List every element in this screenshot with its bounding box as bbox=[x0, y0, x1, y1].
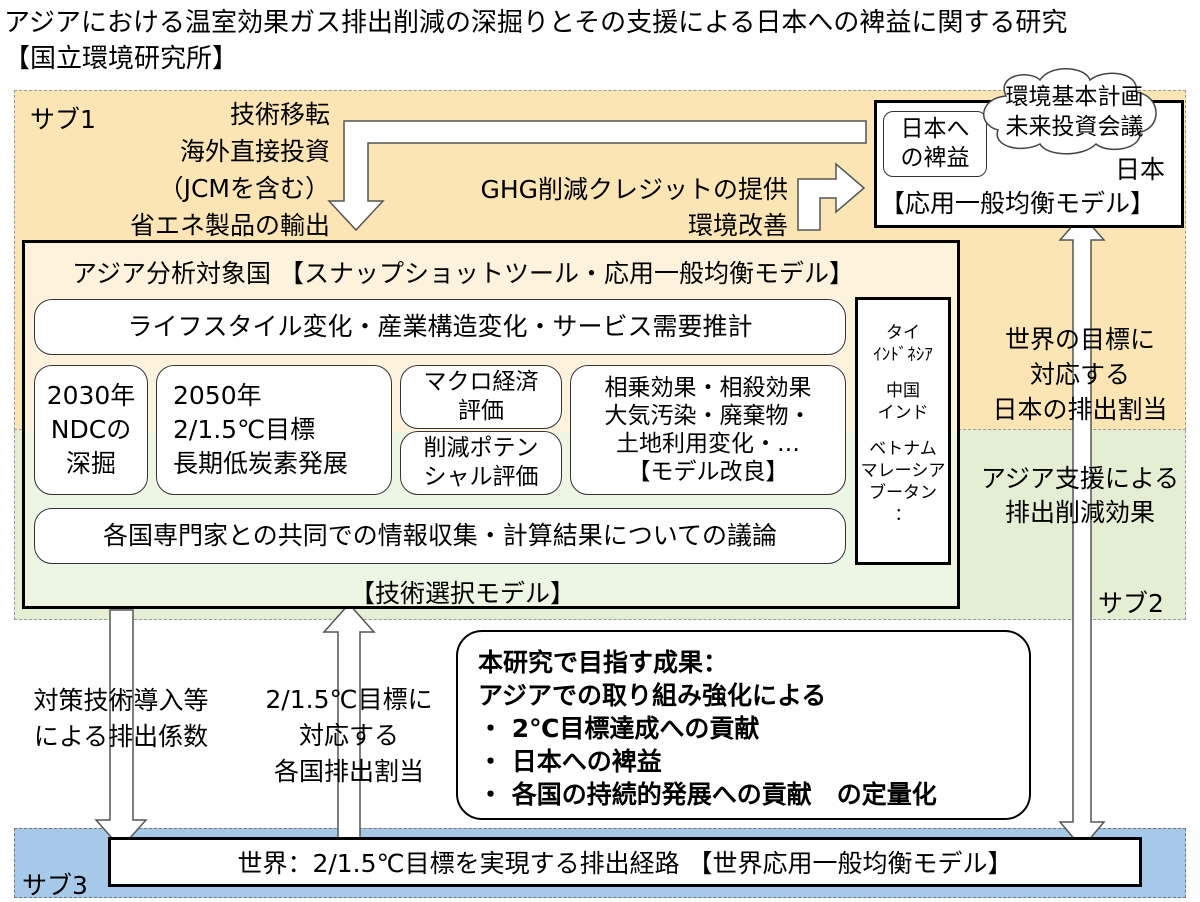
sub2-label: サブ2 bbox=[1098, 589, 1164, 618]
country-item: インド bbox=[877, 403, 929, 423]
policy-cloud-shape bbox=[982, 68, 1157, 155]
country-item: ： bbox=[894, 505, 912, 525]
japan-benefit-line: 日本へ bbox=[900, 116, 970, 143]
results-line: アジアでの取り組み強化による bbox=[478, 681, 827, 710]
synergy-line: 大気汚染・廃棄物・ bbox=[604, 402, 812, 429]
ndc-line: NDCの bbox=[50, 415, 132, 445]
ndc-line: 深掘 bbox=[65, 448, 116, 478]
tech-model-label: 【技術選択モデル】 bbox=[350, 579, 576, 608]
emission-factor-text: 対策技術導入等 による排出係数 bbox=[10, 683, 232, 755]
macro-econ-box: マクロ経済評価 bbox=[400, 365, 562, 429]
asia-support-line: アジア支援による bbox=[980, 464, 1180, 493]
flow-label: 海外直接投資 bbox=[179, 137, 330, 166]
flow-label: 技術移転 bbox=[229, 100, 330, 129]
synergy-line: 【モデル改良】 bbox=[627, 459, 789, 486]
results-line: 本研究で目指す成果： bbox=[478, 648, 729, 677]
world-target-text: 世界の目標に 対応する 日本の排出割当 bbox=[960, 322, 1200, 427]
asia-support-line: 排出削減効果 bbox=[1004, 498, 1155, 527]
page-title: アジアにおける温室効果ガス排出削減の深掘りとその支援による日本への裨益に関する研… bbox=[4, 8, 1068, 38]
japan-benefit-line: の裨益 bbox=[900, 145, 970, 171]
sub3-label: サブ3 bbox=[22, 871, 88, 900]
japan-label: 日本 bbox=[1115, 155, 1166, 184]
cloud-line: 環境基本計画 bbox=[1005, 84, 1144, 110]
macro-line: 評価 bbox=[458, 398, 504, 424]
flow-to-asia-text: 技術移転 海外直接投資 （JCMを含む） 省エネ製品の輸出 bbox=[60, 96, 330, 244]
country-item: ブータン bbox=[869, 483, 937, 503]
country-allocation-line: 2/1.5℃目標に bbox=[265, 685, 433, 714]
country-allocation-line: 対応する bbox=[298, 721, 399, 750]
world-target-line: 日本の排出割当 bbox=[992, 395, 1168, 424]
world-box-label: 世界：2/1.5℃目標を実現する排出経路 【世界応用一般均衡モデル】 bbox=[237, 849, 1013, 878]
flow-to-japan-text: GHG削減クレジットの提供 環境改善 bbox=[440, 172, 788, 244]
ndc-line: 2030年 bbox=[46, 381, 136, 411]
experts-box: 各国専門家との共同での情報収集・計算結果についての議論 bbox=[34, 508, 846, 564]
flow-label: （JCMを含む） bbox=[158, 174, 330, 203]
japan-model-label: 【応用一般均衡モデル】 bbox=[880, 189, 1156, 218]
results-line: ・ 2℃目標達成への貢献 bbox=[478, 714, 760, 743]
lifestyle-label: ライフスタイル変化・産業構造変化・サービス需要推計 bbox=[127, 311, 753, 341]
asia-support-text: アジア支援による 排出削減効果 bbox=[960, 462, 1200, 530]
country-allocation-text: 2/1.5℃目標に 対応する 各国排出割当 bbox=[242, 682, 456, 790]
long-term-box: 2050年 2/1.5℃目標長期低炭素発展 bbox=[156, 365, 392, 495]
potential-line: シャル評価 bbox=[423, 464, 539, 490]
country-item: タイ bbox=[886, 323, 920, 343]
world-target-line: 世界の目標に bbox=[1004, 325, 1155, 354]
results-line: ・ 日本への裨益 bbox=[478, 747, 662, 776]
country-item: ｲﾝﾄﾞﾈｼｱ bbox=[873, 345, 933, 365]
synergy-line: 土地利用変化・… bbox=[616, 431, 800, 457]
macro-line: マクロ経済 bbox=[423, 369, 539, 396]
long-term-line: 長期低炭素発展 bbox=[173, 448, 349, 478]
ndc-box: 2030年 NDCの深掘 bbox=[34, 365, 148, 495]
arrow-japan-to-asia bbox=[327, 120, 867, 232]
asia-box-title: アジア分析対象国 【スナップショットツール・応用一般均衡モデル】 bbox=[72, 259, 854, 288]
world-box: 世界：2/1.5℃目標を実現する排出経路 【世界応用一般均衡モデル】 bbox=[108, 837, 1142, 887]
results-box: 本研究で目指す成果： アジアでの取り組み強化による ・ 2℃目標達成への貢献 ・… bbox=[456, 630, 1031, 820]
experts-label: 各国専門家との共同での情報収集・計算結果についての議論 bbox=[102, 520, 777, 550]
policy-cloud: 環境基本計画 未来投資会議 bbox=[992, 82, 1157, 142]
arrow-country-allocation bbox=[322, 602, 376, 849]
institution-label: 【国立環境研究所】 bbox=[4, 44, 239, 74]
flow-label: 環境改善 bbox=[687, 211, 788, 240]
emission-factor-line: による排出係数 bbox=[33, 722, 209, 751]
cloud-line: 未来投資会議 bbox=[1005, 114, 1144, 140]
japan-benefit-box: 日本への裨益 bbox=[883, 111, 987, 177]
reduction-potential-box: 削減ポテンシャル評価 bbox=[400, 431, 562, 495]
world-target-line: 対応する bbox=[1029, 360, 1130, 389]
country-allocation-line: 各国排出割当 bbox=[273, 757, 424, 786]
long-term-line: 2/1.5℃目標 bbox=[173, 415, 316, 445]
arrow-asia-to-japan bbox=[797, 162, 866, 231]
country-item: 中国 bbox=[886, 381, 920, 401]
country-item: マレーシア bbox=[860, 461, 946, 481]
potential-line: 削減ポテン bbox=[423, 435, 539, 462]
emission-factor-line: 対策技術導入等 bbox=[33, 686, 209, 715]
flow-label: GHG削減クレジットの提供 bbox=[480, 175, 788, 204]
country-item: ベトナム bbox=[869, 439, 937, 459]
arrow-emission-factor bbox=[94, 609, 148, 850]
flow-label: 省エネ製品の輸出 bbox=[129, 211, 330, 240]
synergy-box: 相乗効果・相殺効果大気汚染・廃棄物・土地利用変化・…【モデル改良】 bbox=[570, 365, 846, 495]
results-line: ・ 各国の持続的発展への貢献 の定量化 bbox=[478, 780, 937, 809]
sub1-label: サブ1 bbox=[30, 105, 96, 134]
countries-box: タイ ｲﾝﾄﾞﾈｼｱ 中国 インド ベトナム マレーシア ブータン ： bbox=[855, 297, 951, 565]
long-term-line: 2050年 bbox=[173, 381, 262, 411]
synergy-line: 相乗効果・相殺効果 bbox=[604, 374, 812, 401]
lifestyle-box: ライフスタイル変化・産業構造変化・サービス需要推計 bbox=[34, 299, 846, 355]
